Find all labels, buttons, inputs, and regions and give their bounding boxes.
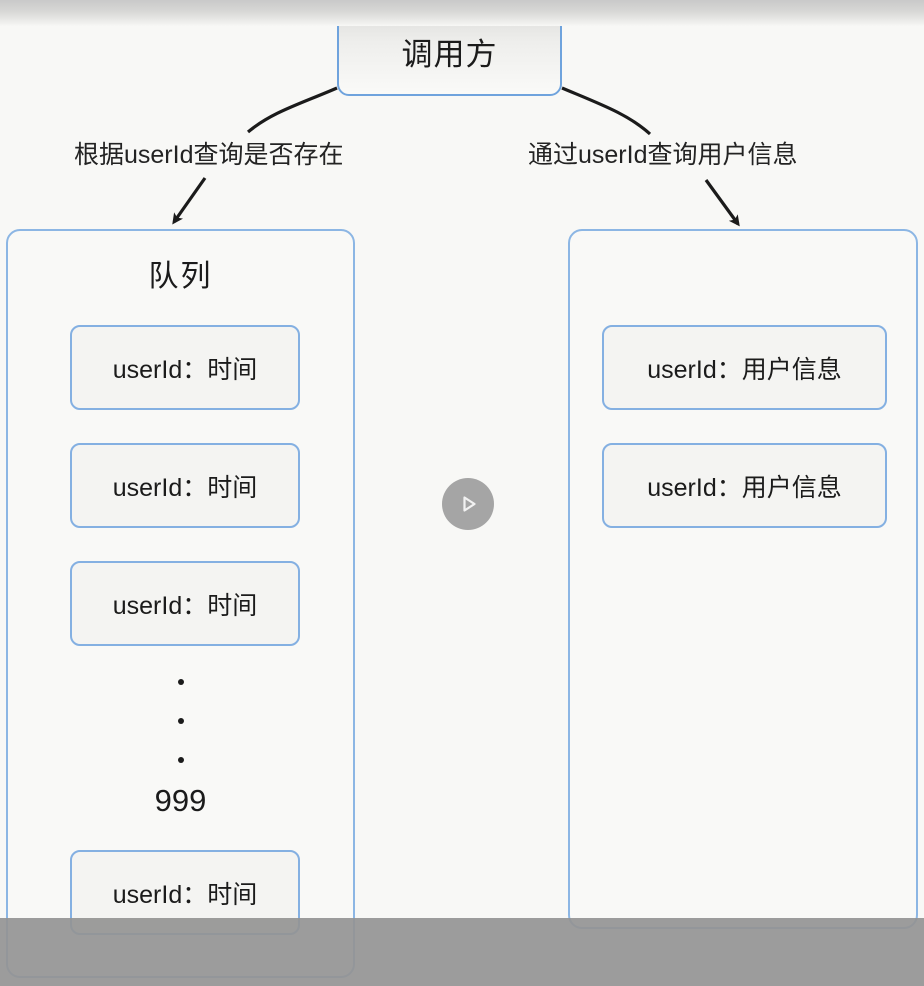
- queue-count-label: 999: [154, 783, 207, 818]
- queue-card-label: userId：时间: [112, 591, 258, 620]
- ellipsis-dot: [177, 718, 184, 724]
- edge-right-arrow: [704, 179, 740, 227]
- caller-node[interactable]: 调用方: [337, 6, 562, 96]
- ellipsis-dots: [8, 679, 353, 796]
- queue-title: 队列: [148, 260, 213, 293]
- queue-card-label: userId：时间: [112, 473, 258, 502]
- queue-card[interactable]: userId：时间: [70, 561, 300, 646]
- queue-card[interactable]: userId：时间: [70, 443, 300, 528]
- queue-card[interactable]: userId：时间: [70, 850, 300, 935]
- edge-label-right: 通过userId查询用户信息: [528, 141, 798, 169]
- cache-container[interactable]: userId：用户信息 userId：用户信息: [568, 229, 918, 929]
- edge-right-curve: [561, 86, 652, 136]
- cache-card-label: userId：用户信息: [647, 473, 842, 502]
- edge-left-curve: [246, 86, 338, 134]
- cache-card[interactable]: userId：用户信息: [602, 325, 887, 410]
- play-button[interactable]: [442, 478, 494, 530]
- cache-card[interactable]: userId：用户信息: [602, 443, 887, 528]
- ellipsis-dot: [177, 757, 184, 763]
- queue-card-label: userId：时间: [112, 355, 258, 384]
- cache-card-label: userId：用户信息: [647, 355, 842, 384]
- queue-card-label: userId：时间: [112, 880, 258, 909]
- caller-label: 调用方: [401, 36, 498, 72]
- queue-container[interactable]: 队列 userId：时间 userId：时间 userId：时间 999 use…: [6, 229, 355, 978]
- edge-label-left: 根据userId查询是否存在: [74, 141, 344, 169]
- edge-left-arrow: [172, 177, 207, 225]
- queue-card[interactable]: userId：时间: [70, 325, 300, 410]
- ellipsis-dot: [177, 679, 184, 685]
- play-triangle-icon: [463, 496, 476, 512]
